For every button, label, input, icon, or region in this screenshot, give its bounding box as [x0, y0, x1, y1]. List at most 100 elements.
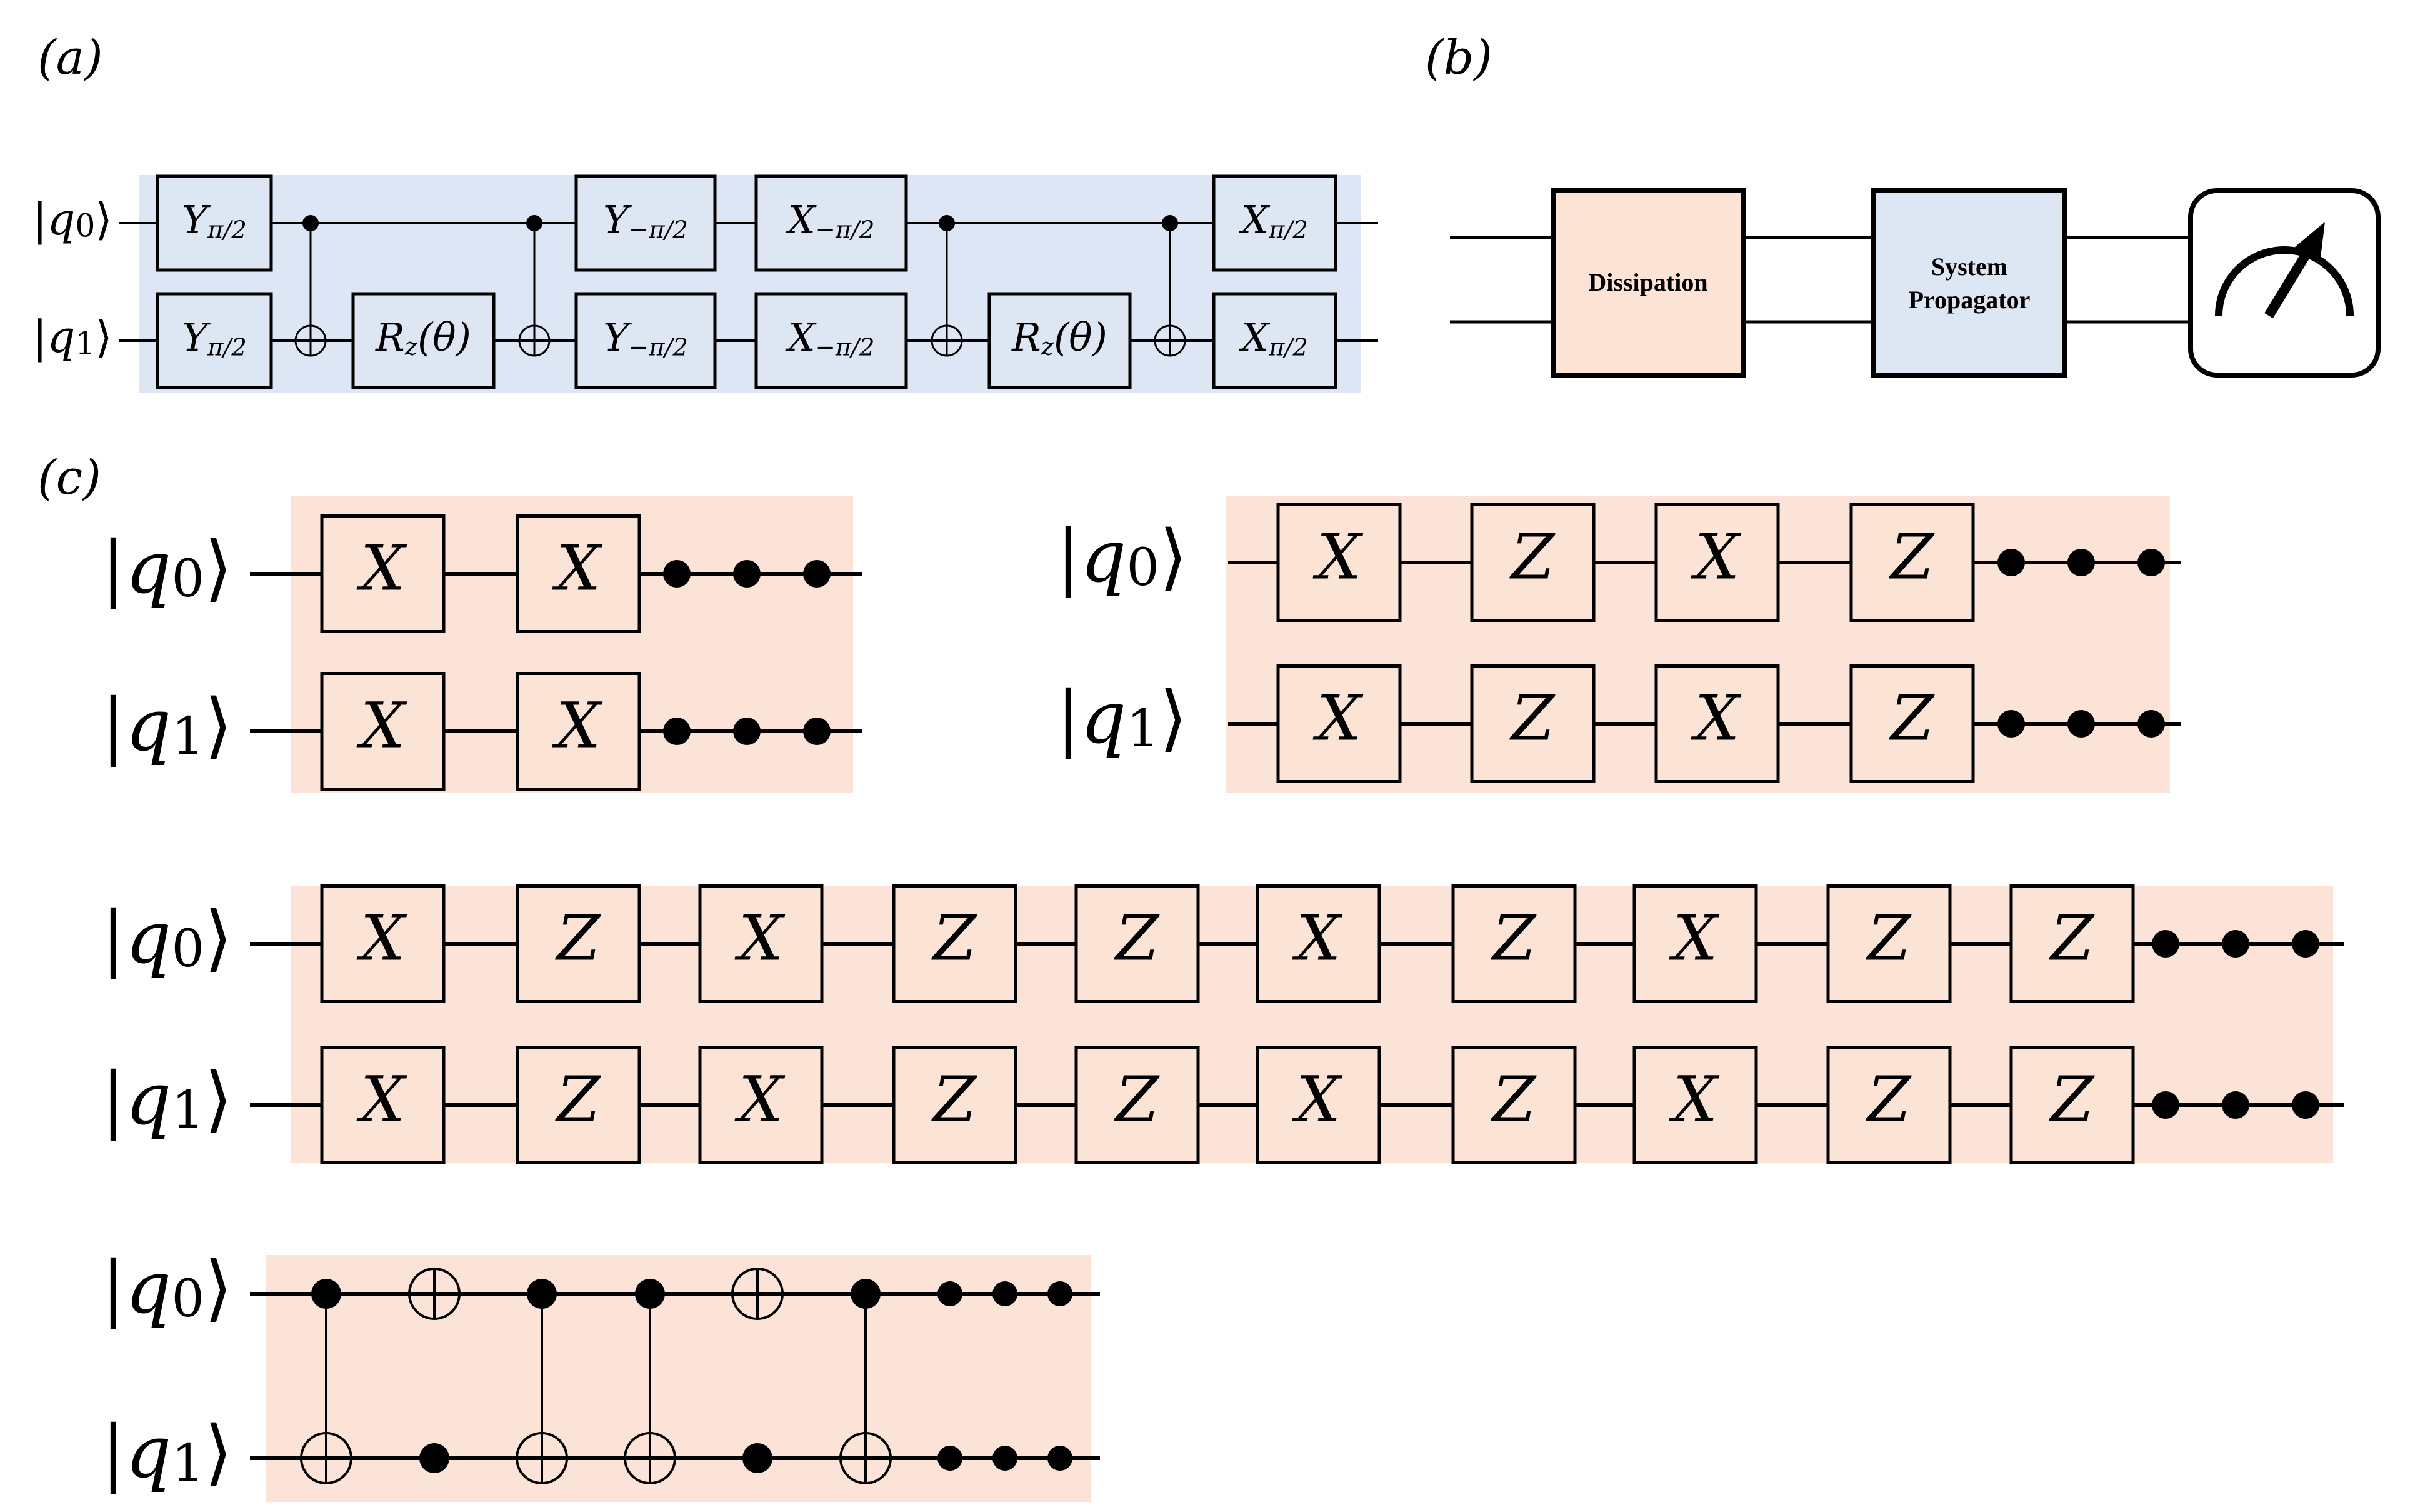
gate-box [1654, 503, 1780, 622]
gate-box [754, 292, 908, 389]
qubit-label-q0: |q0⟩ [101, 1246, 232, 1330]
gate-box [1826, 884, 1952, 1003]
ellipsis-dot [1048, 1446, 1072, 1471]
ellipsis-dot [803, 560, 831, 588]
ellipsis-dot [1998, 710, 2025, 738]
qubit-label-q0: |q0⟩ [32, 194, 112, 245]
ellipsis-dot [663, 718, 691, 745]
gate-box [698, 1046, 824, 1164]
gate-label: Z [1509, 682, 1556, 755]
gate-label: Z [2049, 902, 2095, 975]
ellipsis-dot [2152, 930, 2179, 958]
ellipsis-dot [2222, 930, 2249, 958]
ellipsis-dot [733, 718, 761, 745]
gate-label: X [552, 532, 603, 605]
gate-box [892, 884, 1018, 1003]
gate-label: Z [1866, 1063, 1912, 1136]
qubit-label-q1: |q1⟩ [101, 1058, 232, 1141]
circuit-a-background [139, 175, 1361, 393]
gate-box [1470, 503, 1596, 622]
gate-box [320, 672, 446, 791]
gate-label: X [1669, 902, 1720, 975]
ellipsis-dot [733, 560, 761, 588]
gate-box [516, 884, 641, 1003]
gate-box [698, 884, 824, 1003]
gate-label: X [1312, 682, 1364, 755]
gate-label: X [1691, 682, 1742, 755]
gate-label: X−π/2 [786, 314, 875, 362]
gate-label: Xπ/2 [1239, 314, 1308, 362]
ellipsis-dot [2292, 1091, 2319, 1119]
ellipsis-dot [2068, 549, 2095, 576]
circuit-b: Dissipation System Propagator [1450, 188, 2381, 378]
gate-box [1256, 884, 1381, 1003]
ellipsis-dot [1998, 549, 2025, 576]
gate-box [1074, 1046, 1200, 1164]
cnot-control-dot [419, 1443, 449, 1473]
gate-label: X−π/2 [786, 197, 875, 244]
gate-label: X [1669, 1063, 1720, 1136]
gate-label: Z [555, 902, 601, 975]
cnot-control-dot [1162, 215, 1178, 231]
gate-box [516, 514, 641, 633]
gate-box [156, 292, 273, 389]
system-propagator-box [1871, 188, 2068, 378]
cnot-control-dot [526, 215, 542, 231]
gate-label: Z [1491, 1063, 1537, 1136]
gate-label: Z [1491, 902, 1537, 975]
gate-box [574, 174, 717, 272]
gate-label: Z [1889, 682, 1935, 755]
panel-label-c: (c) [38, 449, 101, 505]
ellipsis-dot [2292, 930, 2319, 958]
ellipsis-dot [663, 560, 691, 588]
gate-box [1849, 664, 1975, 783]
gate-label: Z [931, 902, 978, 975]
gate-label: X [734, 1063, 786, 1136]
gate-label: Yπ/2 [182, 197, 247, 244]
ellipsis-dot [938, 1446, 962, 1471]
gate-label: Z [1866, 902, 1912, 975]
gate-label: Y−π/2 [603, 314, 688, 362]
ellipsis-dot [938, 1281, 962, 1306]
ellipsis-dot [2138, 710, 2165, 738]
gate-box [1849, 503, 1975, 622]
gate-label: Rz(θ) [375, 314, 471, 361]
gate-box [574, 292, 717, 389]
meter-needle-icon [2264, 244, 2315, 319]
ellipsis-dot [2152, 1091, 2179, 1119]
gate-label: X [734, 902, 786, 975]
ellipsis-dot [992, 1446, 1018, 1471]
gate-label: X [356, 1063, 408, 1136]
gate-label: Z [1114, 1063, 1160, 1136]
gate-label: Z [1889, 521, 1935, 594]
gate-box [1256, 1046, 1381, 1164]
gate-box [351, 292, 496, 389]
cnot-control-dot [635, 1279, 665, 1309]
ellipsis-dot [2138, 549, 2165, 576]
qubit-label-q1: |q1⟩ [101, 1411, 232, 1494]
qubit-label-q0: |q0⟩ [101, 896, 232, 980]
gate-box [1451, 884, 1577, 1003]
gate-box [320, 884, 446, 1003]
gate-label: Z [931, 1063, 978, 1136]
gate-box [516, 672, 641, 791]
gate-box [2009, 884, 2135, 1003]
qubit-label-q1: |q1⟩ [32, 311, 112, 363]
panel-label-a: (a) [38, 29, 103, 85]
gate-box [988, 292, 1132, 389]
gate-label: X [1312, 521, 1364, 594]
gate-label: Rz(θ) [1011, 314, 1108, 361]
qubit-label-q0: |q0⟩ [1056, 515, 1188, 599]
system-propagator-label-1: System [1931, 253, 2008, 281]
gate-box [1470, 664, 1596, 783]
cnot-control-dot [527, 1279, 557, 1309]
gate-box [1074, 884, 1200, 1003]
ellipsis-dot [992, 1281, 1018, 1306]
cnot-control-dot [742, 1443, 772, 1473]
gate-label: X [1691, 521, 1742, 594]
qubit-label-q1: |q1⟩ [101, 684, 232, 768]
gate-box [1212, 292, 1338, 389]
gate-box [1826, 1046, 1952, 1164]
ellipsis-dot [2222, 1091, 2249, 1119]
